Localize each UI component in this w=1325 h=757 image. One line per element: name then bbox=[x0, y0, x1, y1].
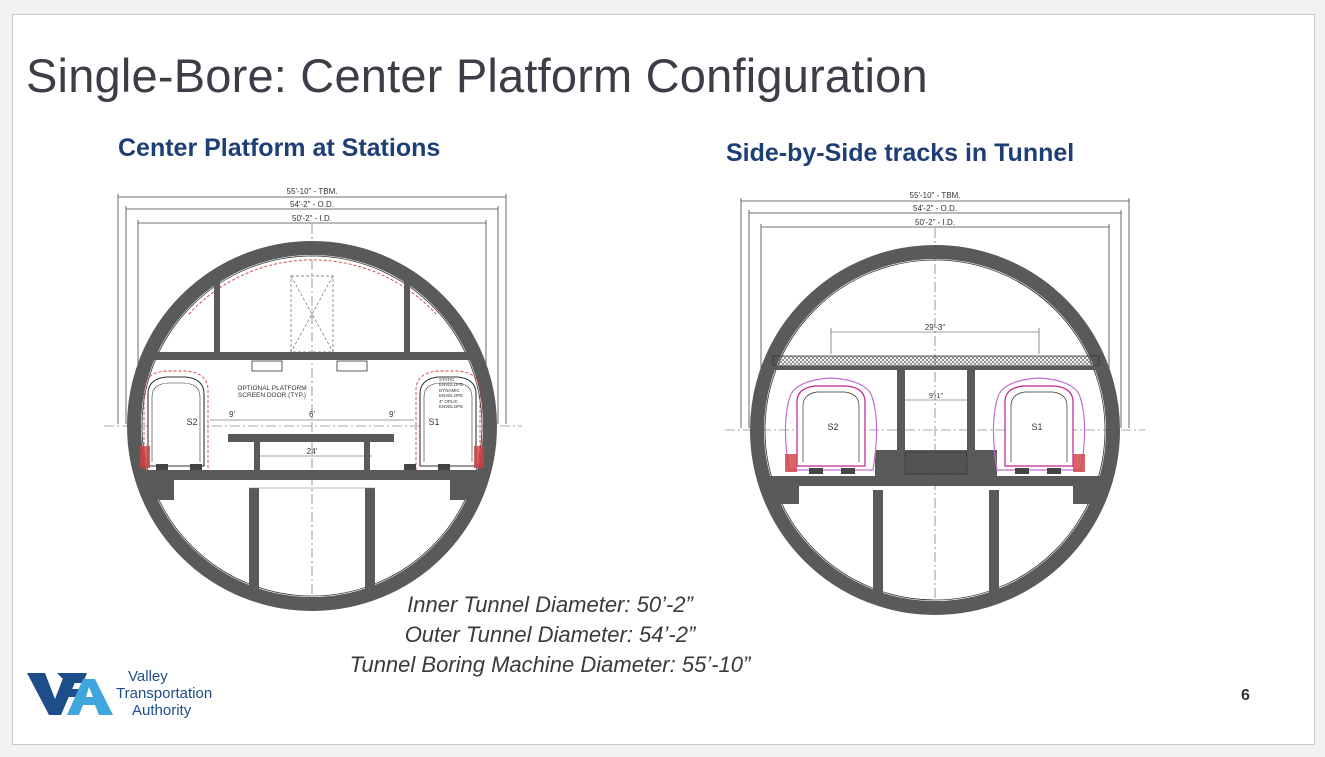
mezzanine-slab bbox=[152, 352, 472, 360]
center-platform-cross-section: 55'-10" - TBM. 54'-2" - O.D. 50'-2" - I.… bbox=[104, 187, 522, 611]
left-diagram-heading: Center Platform at Stations bbox=[118, 134, 441, 162]
track-slab bbox=[146, 470, 478, 480]
envelope-label-6: ENVELOPE bbox=[439, 404, 463, 409]
screen-door-note-2: SCREEN DOOR (TYP.) bbox=[238, 392, 306, 399]
dim-tbm-label: 55'-10" - TBM. bbox=[287, 187, 338, 196]
dim-29-3: 29'-3" bbox=[925, 323, 946, 332]
outer-diameter-text: Outer Tunnel Diameter: 54’-2” bbox=[404, 622, 696, 647]
dimension-lines bbox=[117, 194, 507, 424]
track-slab bbox=[769, 476, 1103, 486]
lower-shaft bbox=[873, 490, 999, 594]
center-walls bbox=[897, 370, 975, 450]
hatched-slab bbox=[772, 355, 1100, 367]
side-by-side-cross-section: 55'-10" - TBM. 54'-2" - O.D. 50'-2" - I.… bbox=[725, 191, 1145, 615]
envelope-label-4: ENVELOPE bbox=[439, 393, 463, 398]
logo-line-2: Transportation bbox=[116, 685, 213, 702]
logo-line-1: Valley bbox=[128, 668, 168, 685]
dim-6: 6' bbox=[309, 410, 315, 419]
envelope-label-2: ENVELOPE bbox=[439, 382, 463, 387]
dim-9-1: 9'-1" bbox=[929, 393, 943, 400]
envelope-label-3: DYNAMIC bbox=[439, 388, 461, 393]
center-hatched-block bbox=[904, 451, 968, 475]
tunnel-specs: Inner Tunnel Diameter: 50’-2” Outer Tunn… bbox=[320, 590, 780, 680]
dim-9-left: 9' bbox=[229, 410, 235, 419]
center-platform bbox=[228, 434, 394, 442]
right-diagram-heading: Side-by-Side tracks in Tunnel bbox=[726, 139, 1075, 167]
dim-9-right: 9' bbox=[389, 410, 395, 419]
dim-tbm-label: 55'-10" - TBM. bbox=[910, 191, 961, 200]
dim-od-label: 54'-2" - O.D. bbox=[290, 200, 334, 209]
page-number: 6 bbox=[1241, 687, 1250, 704]
slide bbox=[12, 14, 1315, 745]
dimension-lines bbox=[740, 198, 1130, 428]
vta-logo-text: Valley Transportation Authority bbox=[116, 668, 212, 719]
track-label-left: S2 bbox=[827, 422, 838, 432]
vta-logo-icon bbox=[27, 673, 113, 715]
envelope-label-1: STATIC bbox=[439, 377, 455, 382]
dim-id-label: 50'-2" - I.D. bbox=[915, 218, 955, 227]
screen-door-note-1: OPTIONAL PLATFORM bbox=[237, 385, 306, 392]
lower-shaft bbox=[249, 488, 375, 592]
train-right bbox=[992, 377, 1086, 474]
train-right bbox=[404, 370, 484, 470]
dim-24: 24' bbox=[307, 447, 318, 456]
track-label-left: S2 bbox=[186, 417, 197, 427]
logo-line-3: Authority bbox=[132, 702, 192, 719]
upper-columns bbox=[214, 276, 410, 352]
envelope-label-5: 4" OPLIC bbox=[439, 399, 459, 404]
train-left bbox=[784, 377, 878, 474]
slide-title: Single-Bore: Center Platform Configurati… bbox=[26, 49, 928, 102]
tbm-diameter-text: Tunnel Boring Machine Diameter: 55’-10” bbox=[349, 652, 751, 677]
dim-od-label: 54'-2" - O.D. bbox=[913, 204, 957, 213]
inner-diameter-text: Inner Tunnel Diameter: 50’-2” bbox=[407, 592, 693, 617]
track-label-right: S1 bbox=[1031, 422, 1042, 432]
track-label-right: S1 bbox=[428, 417, 439, 427]
train-left bbox=[140, 370, 209, 470]
dim-id-label: 50'-2" - I.D. bbox=[292, 214, 332, 223]
